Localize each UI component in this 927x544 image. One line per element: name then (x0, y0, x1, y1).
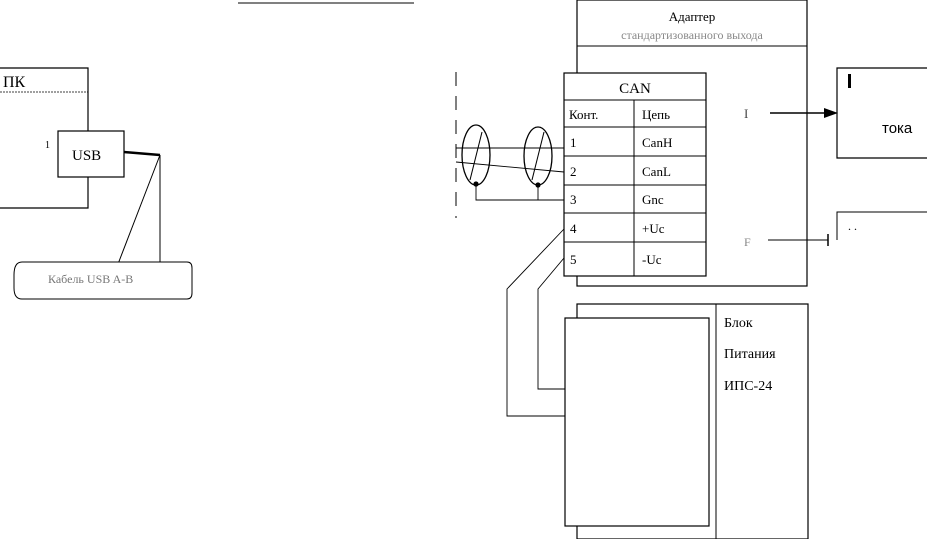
usb-plug-line (123, 150, 161, 157)
frequency-output-box (836, 211, 927, 240)
can-signal: Gnc (642, 192, 664, 207)
wire-minus-uc (537, 257, 565, 390)
can-header-pin: Конт. (569, 107, 598, 122)
output-f-label: F (744, 235, 751, 249)
can-signal: -Uc (642, 252, 662, 267)
can-signal: CanL (642, 164, 671, 179)
cable-label-frame (13, 261, 193, 300)
current-output-mark (848, 74, 851, 88)
can-pin: 2 (570, 164, 577, 179)
twist-mark-left (469, 131, 483, 181)
adapter-subtitle: стандартизованного выхода (621, 28, 763, 42)
twist-mark-right (531, 131, 545, 181)
adapter-title: Адаптер (669, 9, 716, 24)
usb-port-box (57, 130, 125, 178)
can-pin: 5 (570, 252, 577, 267)
power-wires (506, 228, 565, 417)
cable-label: Кабель USB A-B (48, 272, 133, 286)
can-table: CAN Конт. Цепь 1 CanH 2 CanL 3 Gnc 4 +Uc… (563, 72, 707, 277)
usb-port-mark: 1 (45, 140, 50, 151)
can-pin: 3 (570, 192, 577, 207)
power-line-2: Питания (724, 347, 776, 362)
current-output-text: тока (882, 120, 913, 137)
frequency-output-dots: . . (848, 219, 857, 233)
cable-leader-1 (117, 154, 161, 265)
right-partial-blocks: тока . . (836, 67, 927, 240)
can-pin: 4 (570, 221, 577, 236)
output-i-label: I (744, 106, 748, 121)
wire-plus-uc (506, 228, 565, 417)
outputs-group: I F (744, 106, 838, 249)
cable-label-group: Кабель USB A-B (13, 261, 193, 300)
twisted-pair-wires (455, 124, 565, 201)
power-supply-terminal (564, 317, 710, 527)
usb-group: USB 1 (45, 130, 161, 265)
can-title: CAN (619, 81, 651, 97)
pc-label: ПК (3, 74, 26, 91)
can-signal: +Uc (642, 221, 665, 236)
can-pin: 1 (570, 135, 577, 150)
wire-gnd-1 (475, 183, 564, 201)
power-line-3: ИПС-24 (724, 379, 772, 394)
power-supply-group: Блок Питания ИПС-24 (564, 303, 809, 540)
can-table-frame (563, 72, 707, 277)
can-signal: CanH (642, 135, 672, 150)
current-output-box (836, 67, 927, 159)
shield-ground-dot-left (473, 181, 479, 187)
output-i-arrow (824, 108, 838, 118)
can-header-signal: Цепь (642, 107, 670, 122)
shield-ground-dot-right (535, 182, 541, 188)
usb-label: USB (72, 148, 101, 164)
power-line-1: Блок (724, 316, 753, 331)
